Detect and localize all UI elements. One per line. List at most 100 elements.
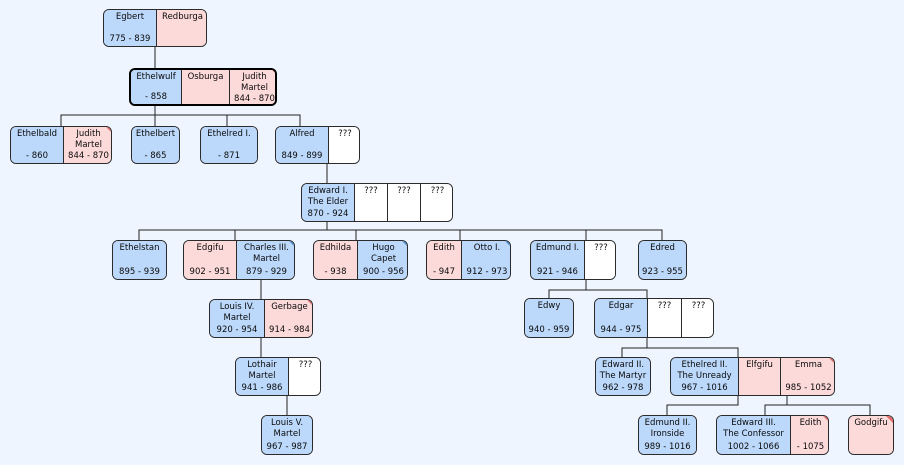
person-ethelred-i[interactable]: Ethelred I.- 871: [200, 126, 258, 164]
person-name: Edith: [433, 243, 455, 253]
person-dates: 940 - 959: [528, 325, 570, 335]
person-name: Ethelwulf: [136, 72, 176, 82]
person-cell-[interactable]: ???: [420, 184, 452, 221]
person-dates: - 871: [218, 151, 240, 161]
person-name: ???: [657, 301, 672, 311]
person-cell-[interactable]: ???: [288, 358, 320, 395]
person-name: Edgifu: [196, 243, 224, 253]
person-cell-edwy[interactable]: Edwy 940 - 959: [525, 299, 573, 337]
person-cell-ethelwulf[interactable]: Ethelwulf - 858: [131, 70, 181, 104]
person-edred[interactable]: Edred 923 - 955: [638, 240, 687, 280]
person-name: Edith: [799, 418, 822, 428]
person-cell-[interactable]: ???: [681, 299, 713, 337]
person-name: Hugo Capet: [370, 243, 397, 264]
person-cell-ethelbald[interactable]: Ethelbald- 860: [11, 127, 63, 163]
person-dates: - 938: [324, 267, 347, 277]
person-dates: 923 - 955: [642, 267, 683, 277]
corner-marker-icon: [886, 416, 893, 423]
person-cell-ethelred-ii-the-unready[interactable]: Ethelred II. The Unready 967 - 1016: [671, 358, 738, 395]
person-cell-[interactable]: ???: [354, 184, 387, 221]
person-name: Ethelred II. The Unready: [677, 360, 732, 381]
person-cell-edith[interactable]: Edith- 1075: [790, 416, 828, 454]
person-edwy[interactable]: Edwy 940 - 959: [524, 298, 574, 338]
corner-marker-icon: [289, 241, 294, 248]
person-godgifu[interactable]: Godgifu: [848, 415, 894, 455]
couple-edith-otto[interactable]: Edith - 947 Otto I.912 - 973: [426, 240, 511, 280]
person-dates: 944 - 975: [600, 325, 642, 335]
person-cell-[interactable]: ???: [584, 241, 615, 279]
person-cell-elfgifu[interactable]: Elfgifu: [738, 358, 780, 395]
person-cell-[interactable]: ???: [647, 299, 681, 337]
person-cell-[interactable]: ???: [387, 184, 420, 221]
person-cell-otto-i[interactable]: Otto I.912 - 973: [461, 241, 510, 279]
person-cell-redburga[interactable]: Redburga: [156, 10, 206, 46]
person-cell-godgifu[interactable]: Godgifu: [849, 416, 893, 454]
person-name: ???: [397, 186, 411, 196]
person-cell-osburga[interactable]: Osburga: [181, 70, 229, 104]
person-name: ???: [338, 129, 352, 139]
person-dates: 914 - 984: [269, 325, 310, 335]
corner-marker-icon: [106, 127, 111, 134]
person-name: ???: [594, 243, 608, 253]
person-dates: 844 - 870: [68, 151, 109, 161]
person-name: Osburga: [187, 72, 224, 82]
person-cell-edhilda[interactable]: Edhilda- 938: [314, 241, 357, 279]
person-name: Edwy: [537, 301, 561, 311]
person-cell-ethelred-i[interactable]: Ethelred I.- 871: [201, 127, 257, 163]
person-cell-edred[interactable]: Edred 923 - 955: [639, 241, 686, 279]
person-name: Elfgifu: [746, 360, 773, 370]
person-dates: 967 - 1016: [681, 383, 728, 393]
person-dates: 985 - 1052: [785, 383, 832, 393]
person-dates: - 858: [145, 92, 167, 102]
person-cell-edmund-i[interactable]: Edmund I.921 - 946: [531, 241, 584, 279]
person-dates: - 947: [433, 267, 455, 277]
person-dates: 962 - 978: [602, 383, 644, 393]
person-name: Godgifu: [854, 418, 888, 428]
person-ethelbert[interactable]: Ethelbert- 865: [131, 126, 180, 164]
person-name: Judith Martel: [75, 129, 102, 150]
person-cell-edith[interactable]: Edith - 947: [427, 241, 461, 279]
person-name: ???: [691, 301, 706, 311]
couple-edmund-i[interactable]: Edmund I.921 - 946???: [530, 240, 616, 280]
corner-marker-icon: [823, 416, 828, 423]
person-name: ???: [364, 186, 378, 196]
family-ethelred-ii[interactable]: Ethelred II. The Unready 967 - 1016 Elfgif…: [670, 357, 835, 396]
person-name: Edred: [650, 243, 675, 253]
person-dates: - 860: [26, 151, 48, 161]
person-cell-ethelbert[interactable]: Ethelbert- 865: [132, 127, 179, 163]
person-cell-[interactable]: ???: [328, 127, 359, 163]
